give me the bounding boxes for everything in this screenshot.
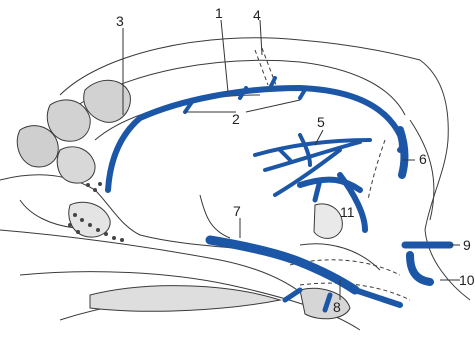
label-3: 3 xyxy=(116,14,124,28)
stippled-bone xyxy=(17,80,350,318)
label-1: 1 xyxy=(215,6,223,20)
label-10: 10 xyxy=(459,273,475,287)
label-8: 8 xyxy=(333,300,341,314)
label-5: 5 xyxy=(317,115,325,129)
label-4: 4 xyxy=(253,8,261,22)
vein-7 xyxy=(210,240,355,290)
skull-outline xyxy=(0,38,470,330)
label-6: 6 xyxy=(419,152,427,166)
label-9: 9 xyxy=(463,238,471,252)
label-2: 2 xyxy=(232,112,240,126)
label-11: 11 xyxy=(340,205,355,219)
label-7: 7 xyxy=(233,204,241,218)
vein-network xyxy=(108,78,450,310)
